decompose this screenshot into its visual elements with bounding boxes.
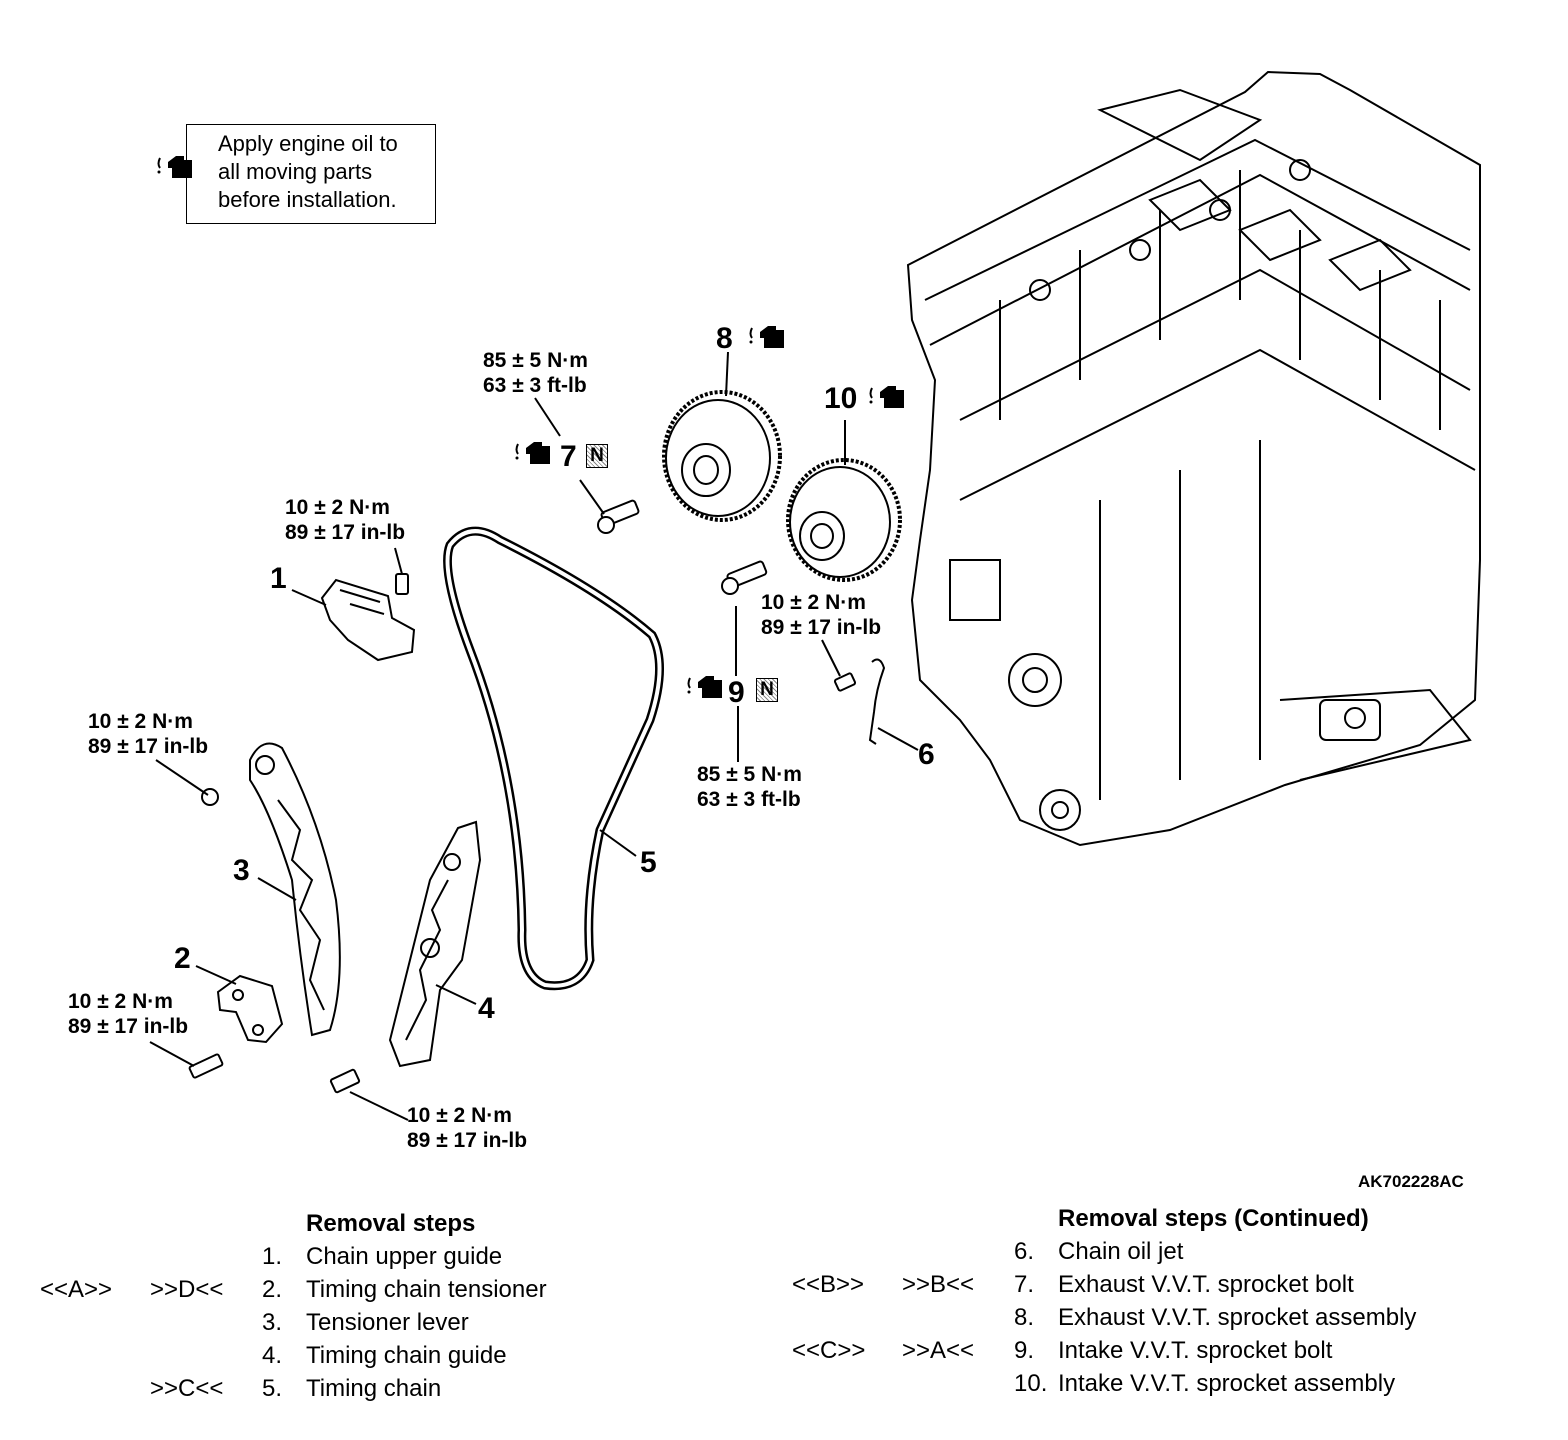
note-text: Apply engine oil to all moving parts bef… (218, 131, 398, 212)
torque-imperial: 89 ± 17 in-lb (88, 735, 209, 758)
step-label: Chain upper guide (306, 1243, 503, 1270)
callout-6: 6 (918, 738, 935, 771)
removal-steps-title: Removal steps (306, 1210, 476, 1237)
ref-code: >>B<< (902, 1271, 975, 1298)
ref-code: >>C<< (150, 1375, 224, 1402)
note-box (186, 124, 436, 224)
callout-1: 1 (270, 562, 287, 595)
engine-block (906, 70, 1481, 847)
torque-nm: 10 ± 2 N·m (407, 1104, 512, 1127)
step-index: 6. (1014, 1238, 1035, 1265)
torque-label-9: 85 ± 5 N·m 63 ± 3 ft-lb (697, 762, 802, 812)
step-label: Exhaust V.V.T. sprocket assembly (1058, 1304, 1417, 1331)
torque-label-1: 10 ± 2 N·m 89 ± 17 in-lb (285, 495, 405, 545)
step-index: 10. (1014, 1370, 1048, 1397)
step-index: 2. (262, 1276, 283, 1303)
step-label: Intake V.V.T. sprocket bolt (1058, 1337, 1333, 1364)
torque-nm: 85 ± 5 N·m (483, 349, 588, 372)
torque-nm: 10 ± 2 N·m (88, 710, 193, 733)
chain-oil-jet (868, 658, 886, 745)
oil-can-icon (686, 675, 723, 699)
torque-imperial: 89 ± 17 in-lb (761, 616, 882, 639)
torque-label-6: 10 ± 2 N·m 89 ± 17 in-lb (761, 590, 881, 640)
torque-label-3: 10 ± 2 N·m 89 ± 17 in-lb (88, 709, 208, 759)
torque-imperial: 63 ± 3 ft-lb (697, 788, 801, 811)
new-part-mark-7: N (586, 444, 608, 468)
torque-imperial: 89 ± 17 in-lb (285, 521, 406, 544)
step-index: 9. (1014, 1337, 1035, 1364)
torque-nm: 85 ± 5 N·m (697, 763, 802, 786)
torque-imperial: 89 ± 17 in-lb (68, 1015, 189, 1038)
timing-chain-guide (388, 820, 482, 1068)
figure-id: AK702228AC (1358, 1172, 1464, 1191)
step-index: 1. (262, 1243, 283, 1270)
oil-can-icon (868, 385, 905, 409)
torque-label-7: 85 ± 5 N·m 63 ± 3 ft-lb (483, 348, 588, 398)
ref-code: >>D<< (150, 1276, 224, 1303)
step-label: Intake V.V.T. sprocket assembly (1058, 1370, 1396, 1397)
torque-label-2: 10 ± 2 N·m 89 ± 17 in-lb (68, 989, 188, 1039)
ref-code: <<B>> (792, 1271, 865, 1298)
step-index: 4. (262, 1342, 283, 1369)
step-label: Exhaust V.V.T. sprocket bolt (1058, 1271, 1354, 1298)
step-index: 7. (1014, 1271, 1035, 1298)
step-label: Tensioner lever (306, 1309, 469, 1336)
timing-chain-tensioner (216, 974, 284, 1044)
step-index: 3. (262, 1309, 283, 1336)
step-index: 8. (1014, 1304, 1035, 1331)
callout-10: 10 (824, 382, 858, 415)
oil-can-icon (514, 441, 551, 465)
ref-code: <<C>> (792, 1337, 866, 1364)
leader-lines (149, 351, 919, 1121)
callout-7: 7 (560, 440, 577, 473)
bolts (188, 499, 857, 1094)
tensioner-lever (249, 742, 341, 1037)
ref-code: <<A>> (40, 1276, 113, 1303)
step-index: 5. (262, 1375, 283, 1402)
step-label: Chain oil jet (1058, 1238, 1184, 1265)
chain-upper-guide (320, 578, 416, 662)
callout-5: 5 (640, 846, 657, 879)
torque-nm: 10 ± 2 N·m (68, 990, 173, 1013)
new-part-mark-9: N (756, 678, 778, 702)
callout-4: 4 (478, 992, 495, 1025)
timing-chain (443, 526, 664, 991)
torque-nm: 10 ± 2 N·m (285, 496, 390, 519)
ref-code: >>A<< (902, 1337, 975, 1364)
exhaust-vvt-sprocket (662, 390, 782, 522)
torque-imperial: 89 ± 17 in-lb (407, 1129, 528, 1152)
torque-imperial: 63 ± 3 ft-lb (483, 374, 587, 397)
callout-2: 2 (174, 942, 191, 975)
oil-can-icon (748, 325, 785, 349)
torque-nm: 10 ± 2 N·m (761, 591, 866, 614)
removal-steps-continued-title: Removal steps (Continued) (1058, 1205, 1369, 1232)
callout-9: 9 (728, 676, 745, 709)
callout-3: 3 (233, 854, 250, 887)
step-label: Timing chain guide (306, 1342, 507, 1369)
callout-8: 8 (716, 322, 733, 355)
step-label: Timing chain (306, 1375, 442, 1402)
torque-label-4: 10 ± 2 N·m 89 ± 17 in-lb (407, 1103, 527, 1153)
intake-vvt-sprocket (786, 458, 902, 582)
step-label: Timing chain tensioner (306, 1276, 547, 1303)
